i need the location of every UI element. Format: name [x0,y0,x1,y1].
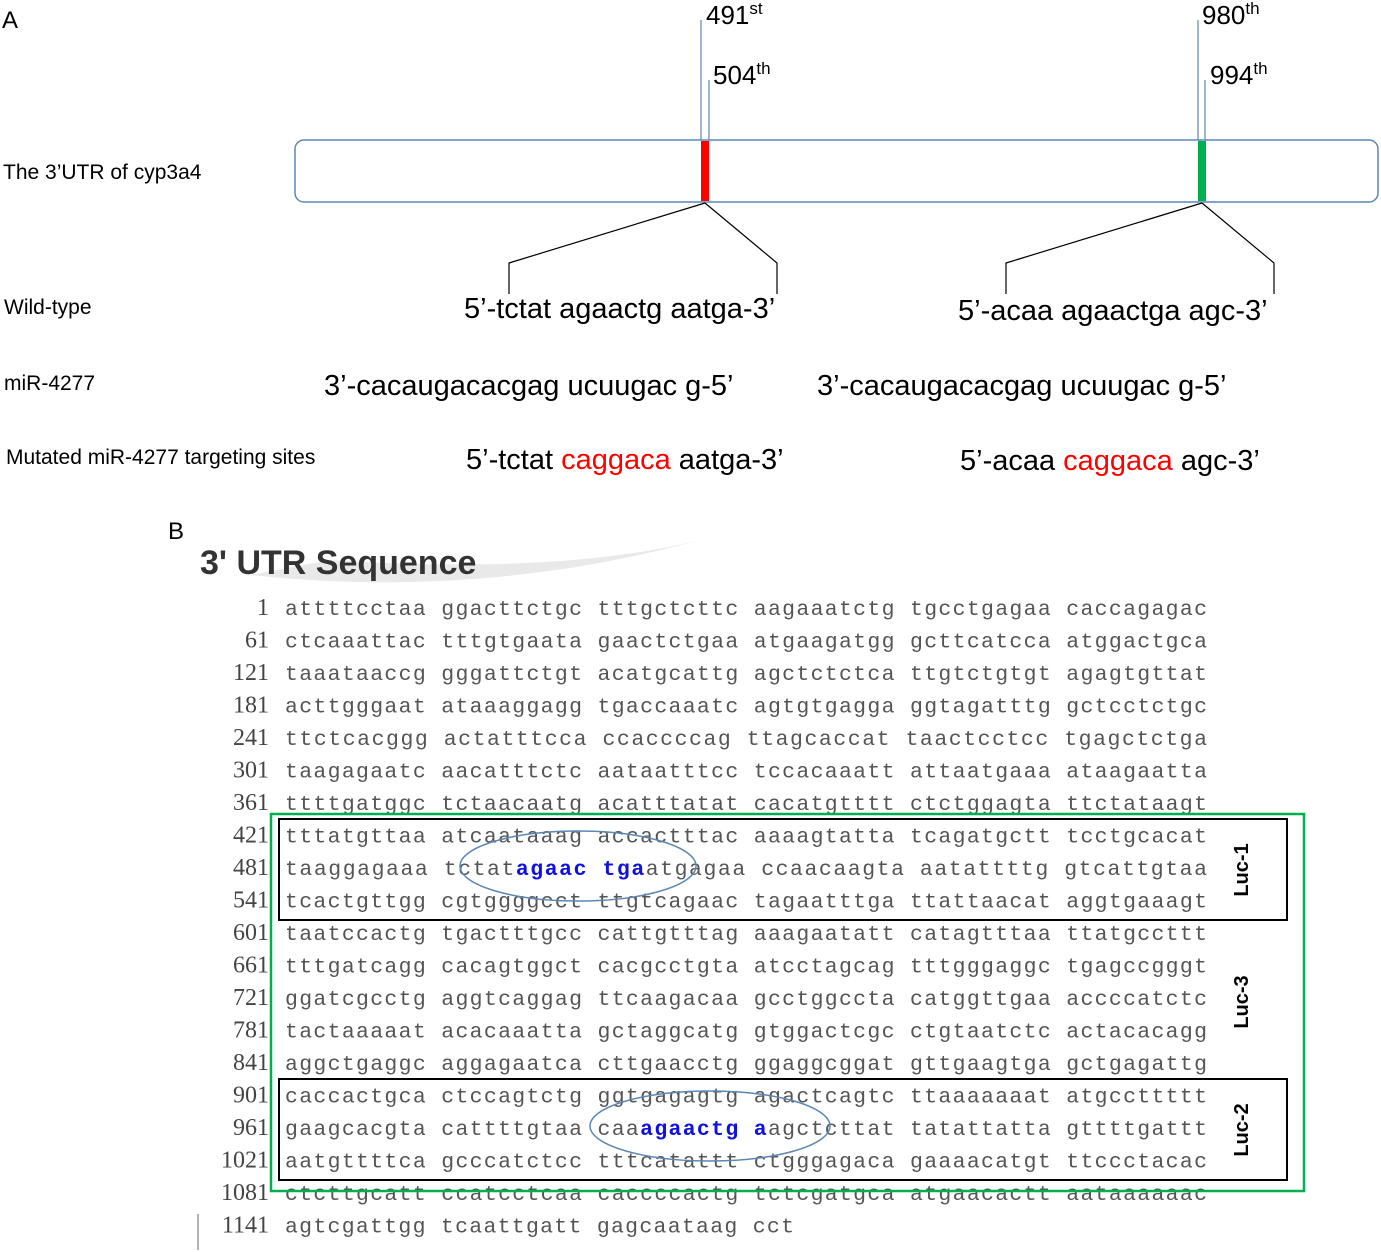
sequence-row-number: 1 [257,595,269,621]
sequence-segment: agctcttat tatattatta gttttgattt [768,1118,1207,1142]
luc-3-label: Luc-3 [1231,975,1253,1028]
marker-label-994: 994th [1210,59,1268,90]
target-site-highlight: tga [602,858,644,882]
sequence-row-text: agtcgattgg tcaattgatt gagcaataag cct [285,1216,794,1240]
luc-1-region-box [278,818,1288,921]
site1-wild-sequence: 5’-tctat agaactg aatga-3’ [464,293,775,325]
site2-connector-right [1201,202,1275,294]
luc-2-label: Luc-2 [1231,1103,1253,1156]
site2-connector-left [1005,202,1203,294]
sequence-row-number: 361 [233,790,269,816]
sequence-segment [588,858,601,882]
utr-label: The 3’UTR of cyp3a4 [3,161,202,184]
luc-2-region-box [278,1078,1288,1181]
sequence-row-number: 241 [233,725,269,751]
sequence-row-text: tcactgttgg cgtggggcct ttgtcagaac tagaatt… [285,891,1207,915]
sequence-row-number: 841 [233,1050,269,1076]
site2-wild-sequence: 5’-acaa agaactga agc-3’ [958,295,1268,327]
row-label-mutated: Mutated miR-4277 targeting sites [6,446,315,469]
sequence-segment: gaagcacgta cattttgtaa caa [285,1118,639,1142]
sequence-row-number: 421 [233,823,269,849]
sequence-row-text: tttatgttaa atcaataaag accactttac aaaagta… [285,826,1207,850]
sequence-row-number: 1021 [221,1148,269,1174]
sequence-row-text: tactaaaaat acacaaatta gctaggcatg gtggact… [285,1021,1207,1045]
sequence-segment [740,1118,753,1142]
sequence-row-number: 601 [233,920,269,946]
sequence-row-text: gaagcacgta cattttgtaa caaagaactg aagctct… [285,1118,1207,1142]
site1-connector-right [704,202,778,294]
sequence-row-number: 1141 [222,1213,269,1239]
sequence-row-text: caccactgca ctccagtctg ggtgagagtg agactca… [285,1086,1207,1110]
sequence-row-text: attttcctaa ggacttctgc tttgctcttc aagaaat… [285,598,1207,622]
panel-b: B 3' UTR Sequence 1 attttcctaa ggacttctgc… [168,518,1306,1250]
sequence-row-number: 541 [233,888,269,914]
site2-target-ellipse [589,1090,831,1162]
panel-a: A 491st 504th 980th 994th The 3’UTR of c… [2,0,1379,477]
sequence-row-number: 901 [233,1083,269,1109]
site1-connector-left [508,202,706,294]
luc-1-label: Luc-1 [1231,843,1253,896]
sequence-rows: 1 attttcctaa ggacttctgc tttgctcttc aagaaa… [221,595,1207,1240]
sequence-row-text: ggatcgcctg aggtcaggag ttcaagacaa gcctggc… [285,988,1207,1012]
sequence-row-number: 961 [233,1115,269,1141]
site1-target-ellipse [459,830,697,902]
site1-band [701,141,709,201]
sequence-row-text: tttgatcagg cacagtggct cacgcctgta atcctag… [285,956,1207,980]
marker-label-504: 504th [713,59,771,90]
site2-mir-sequence: 3’-cacaugacacgag ucuugac g-5’ [817,370,1227,402]
site1-mir-sequence: 3’-cacaugacacgag ucuugac g-5’ [324,370,734,402]
sequence-segment: taaggagaaa tctat [285,858,514,882]
row-label-wild-type: Wild-type [4,296,92,319]
sequence-row-text: aggctgaggc aggagaatca cttgaacctg ggaggcg… [285,1053,1207,1077]
site1-mutated-sequence: 5’-tctat caggaca aatga-3’ [466,444,784,476]
sequence-row-number: 721 [233,985,269,1011]
panel-a-label: A [2,7,18,34]
sequence-row-number: 121 [233,660,269,686]
sequence-row-text: ttctcacggg actatttcca ccaccccag ttagcacc… [285,728,1207,752]
site2-band [1198,141,1206,201]
target-site-highlight: agaactg [640,1118,738,1142]
sequence-row-number: 301 [233,758,269,784]
sequence-row-text: taaggagaaa tctatagaac tgaatgagaa ccaacaa… [285,858,1207,882]
site2-mutated-sequence: 5’-acaa caggaca agc-3’ [960,445,1260,477]
site1-mutated-core: caggaca [561,444,672,476]
sequence-row-text: taatccactg tgactttgcc cattgtttag aaagaat… [285,923,1207,947]
sequence-row-number: 1081 [221,1180,269,1206]
sequence-row-text: acttgggaat ataaaggagg tgaccaaatc agtgtga… [285,696,1207,720]
panel-b-label: B [168,518,184,545]
sequence-segment: atgagaa ccaacaagta aatattttg gtcattgtaa [646,858,1207,882]
target-site-highlight: a [754,1118,767,1142]
marker-label-491: 491st [706,0,763,30]
utr-bar [294,139,1379,203]
sequence-row-number: 61 [245,628,269,654]
sequence-title: 3' UTR Sequence [200,544,476,582]
sequence-row-number: 781 [233,1018,269,1044]
sequence-row-text: aatgttttca gcccatctcc tttcatattt ctgggag… [285,1151,1207,1175]
sequence-row-number: 661 [233,953,269,979]
sequence-row-text: taaataaccg gggattctgt acatgcattg agctctc… [285,663,1207,687]
sequence-row-text: ctcaaattac tttgtgaata gaactctgaa atgaaga… [285,631,1207,655]
title-swoosh-decoration [250,540,700,583]
target-site-highlight: agaac [516,858,587,882]
luc-3-region-box [269,812,1306,1193]
sequence-row-number: 181 [233,693,269,719]
sequence-row-text: taagagaatc aacatttctc aataatttcc tccacaa… [285,761,1207,785]
sequence-row-number: 481 [233,855,269,881]
marker-label-980: 980th [1202,0,1260,30]
site2-mutated-core: caggaca [1063,445,1174,477]
sequence-row-text: ctcttgcatt ccatcctcaa caccccactg tctcgat… [285,1183,1207,1207]
row-label-mir-4277: miR-4277 [4,372,95,395]
